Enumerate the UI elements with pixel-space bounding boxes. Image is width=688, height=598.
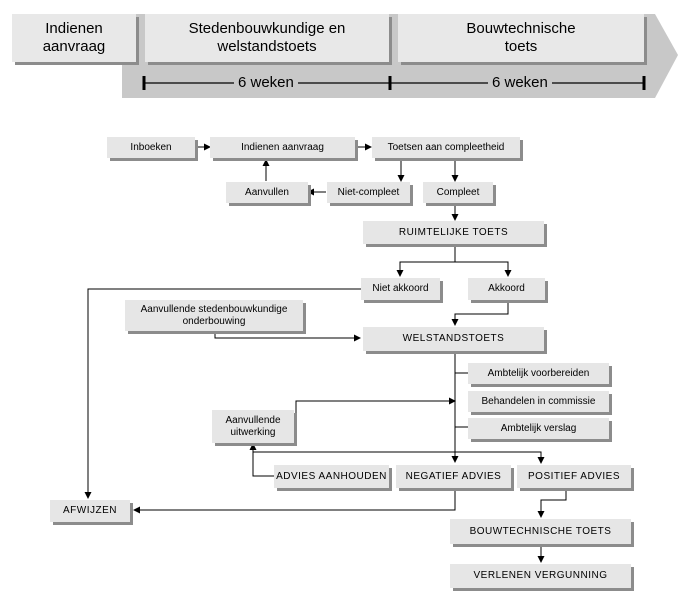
phase-bouwtechnische-toets: Bouwtechnische toets [398,14,644,62]
phase-label: Stedenbouwkundige en welstandstoets [188,20,346,55]
box-aanvullende-uitwerking: Aanvullende uitwerking [212,410,294,443]
connector [455,261,512,277]
phase-label: Indienen aanvraag [42,20,106,55]
box-compleet: Compleet [423,182,493,203]
box-afwijzen: AFWIJZEN [50,500,130,522]
box-akkoord: Akkoord [468,278,545,300]
connector [537,488,567,518]
box-aanvullen: Aanvullen [226,182,308,203]
connector [396,244,456,277]
connector [451,300,509,326]
duration-label: 6 weken [488,74,552,91]
box-niet-compleet: Niet-compleet [327,182,410,203]
connector [214,330,361,342]
connector [295,397,456,427]
phase-indienen-aanvraag: Indienen aanvraag [12,14,136,62]
box-welstandstoets: WELSTANDSTOETS [363,327,544,351]
box-niet-akkoord: Niet akkoord [361,278,440,300]
box-ambtelijk-voorbereiden: Ambtelijk voorbereiden [468,363,609,384]
box-inboeken: Inboeken [107,137,195,158]
phase-label: Bouwtechnische toets [466,20,576,55]
box-ambtelijk-verslag: Ambtelijk verslag [468,418,609,439]
duration-label: 6 weken [234,74,298,91]
box-aanvullende-onderbouwing: Aanvullende stedenbouwkundige onderbouwi… [125,300,303,331]
box-advies-aanhouden: ADVIES AANHOUDEN [274,465,389,488]
box-behandelen-commissie: Behandelen in commissie [468,391,609,412]
phase-stedenbouwkundige-welstandstoets: Stedenbouwkundige en welstandstoets [145,14,389,62]
box-bouwtechnische-toets: BOUWTECHNISCHE TOETS [450,519,631,544]
box-verlenen-vergunning: VERLENEN VERGUNNING [450,564,631,588]
connector [84,288,361,499]
box-toetsen-compleetheid: Toetsen aan compleetheid [372,137,520,158]
box-negatief-advies: NEGATIEF ADVIES [396,465,511,488]
box-ruimtelijke-toets: RUIMTELIJKE TOETS [363,221,544,244]
connector [133,488,456,514]
connector [455,451,545,464]
box-positief-advies: POSITIEF ADVIES [517,465,631,488]
box-indienen-aanvraag: Indienen aanvraag [210,137,355,158]
